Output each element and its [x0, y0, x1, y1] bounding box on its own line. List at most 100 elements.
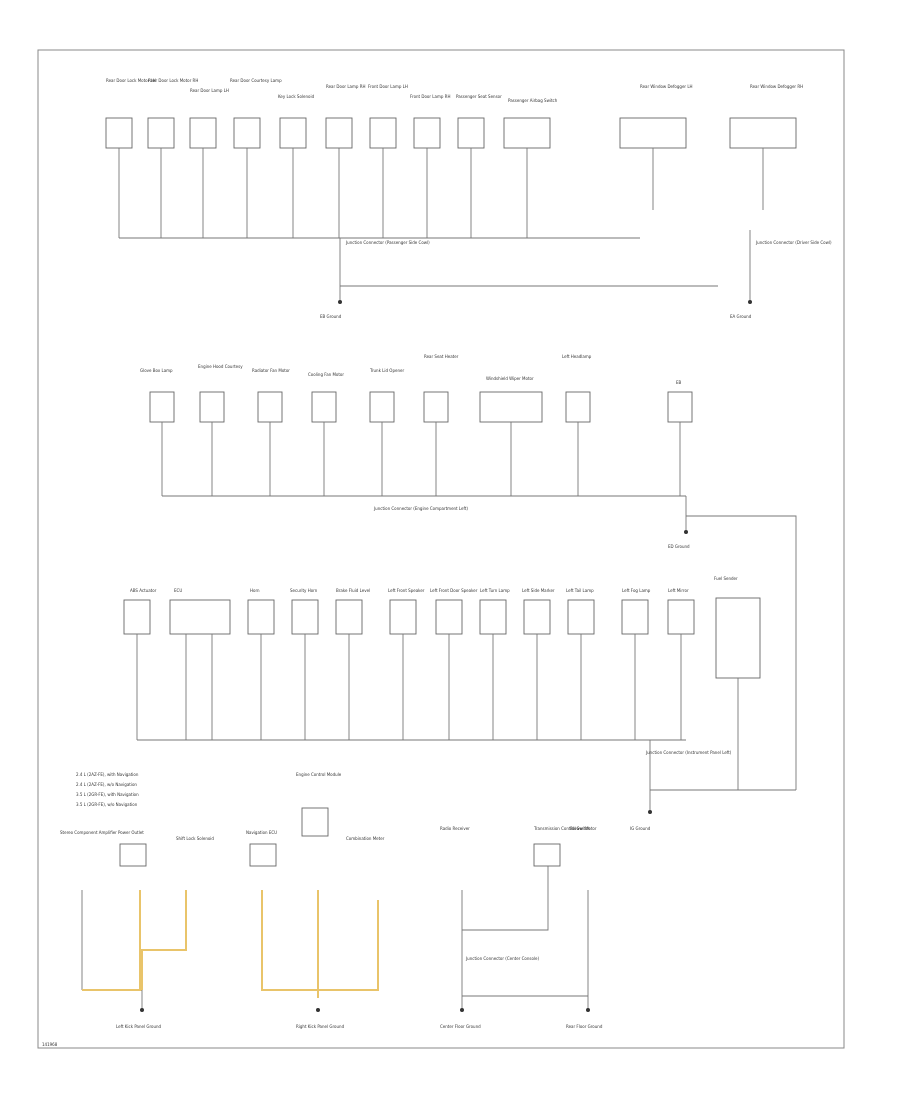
component-r4-4: Navigation ECU — [246, 830, 277, 867]
svg-text:Radio Receiver: Radio Receiver — [440, 826, 470, 831]
svg-text:Passenger Airbag Switch: Passenger Airbag Switch — [508, 98, 558, 103]
component-r4-7: Radio Receiver — [440, 826, 470, 831]
svg-text:Left Front Speaker: Left Front Speaker — [388, 588, 425, 593]
ground-label-7: Center Floor Ground — [440, 1024, 481, 1029]
svg-text:Combination Meter: Combination Meter — [346, 836, 385, 841]
svg-text:Rear Window Defogger RH: Rear Window Defogger RH — [750, 84, 803, 89]
component-8: Front Door Lamp RH — [410, 94, 450, 238]
svg-text:Left Fog Lamp: Left Fog Lamp — [622, 588, 651, 593]
ground-point-5 — [140, 1008, 144, 1012]
components-row4: Stereo Component Amplifier Power Outlet … — [60, 772, 597, 990]
svg-text:Brake Fluid Level: Brake Fluid Level — [336, 588, 370, 593]
ground-point-7 — [460, 1008, 464, 1012]
svg-text:Rear Seat Heater: Rear Seat Heater — [424, 354, 459, 359]
component-r3-4: Security Horn — [290, 588, 319, 740]
svg-text:Horn: Horn — [250, 588, 260, 593]
svg-text:Left Front Door Speaker: Left Front Door Speaker — [430, 588, 478, 593]
yellow-wire-6 — [318, 900, 379, 991]
diagram-frame — [37, 49, 845, 1049]
legend-item-3: 3.5 L (2GR-FE), with Navigation — [76, 792, 139, 797]
svg-text:Shift Lock Solenoid: Shift Lock Solenoid — [176, 836, 214, 841]
component-3: Rear Door Lamp LH — [189, 88, 229, 238]
svg-text:Stereo Component Amplifier: Stereo Component Amplifier — [60, 830, 117, 835]
component-11: Rear Window Defogger LH — [619, 84, 693, 210]
legend-item-2: 2.4 L (2AZ-FE), w/o Navigation — [76, 782, 137, 787]
component-r2-1: Glove Box Lamp — [140, 368, 175, 496]
components-row1: Rear Door Lock Motor LH Rear Door Lock M… — [105, 78, 803, 238]
svg-text:Left Mirror: Left Mirror — [668, 588, 689, 593]
component-r3-5: Brake Fluid Level — [335, 588, 370, 740]
component-r3-1: ABS Actuator — [123, 588, 157, 740]
ground-point-6 — [316, 1008, 320, 1012]
component-6: Rear Door Lamp RH — [325, 84, 366, 238]
component-r2-3: Radiator Fan Motor — [252, 368, 290, 496]
component-r2-7: Windshield Wiper Motor — [479, 376, 543, 496]
ground-label-5: Left Kick Panel Ground — [116, 1024, 162, 1029]
component-r3-2: ECU — [169, 588, 231, 740]
svg-text:Left Side Marker: Left Side Marker — [522, 588, 555, 593]
svg-text:Fuel Sender: Fuel Sender — [714, 576, 738, 581]
ground-point-8 — [586, 1008, 590, 1012]
component-r3-11: Left Fog Lamp — [621, 588, 651, 740]
junction-label-3: Junction Connector (Engine Compartment L… — [373, 506, 468, 511]
svg-text:Key Lock Solenoid: Key Lock Solenoid — [278, 94, 315, 99]
component-r4-1: Stereo Component Amplifier — [60, 830, 117, 990]
link-row2 — [686, 515, 797, 790]
svg-text:Engine Control Module: Engine Control Module — [296, 772, 342, 777]
component-2: Rear Door Lock Motor RH — [147, 78, 198, 238]
svg-text:ABS Actuator: ABS Actuator — [130, 588, 157, 593]
component-1: Rear Door Lock Motor LH — [105, 78, 156, 238]
svg-text:Blower Motor: Blower Motor — [570, 826, 597, 831]
svg-text:Cooling Fan Motor: Cooling Fan Motor — [308, 372, 344, 377]
ground-point-4 — [648, 810, 652, 814]
ground-label-1: EB Ground — [320, 314, 342, 319]
component-9: Passenger Seat Sensor — [456, 94, 502, 238]
junction-label-2: Junction Connector (Driver Side Cowl) — [755, 240, 832, 245]
junction-label-5: Junction Connector (Center Console) — [465, 956, 539, 961]
footer-code: 141968 — [42, 1042, 58, 1047]
svg-text:Transmission Control Switch: Transmission Control Switch — [533, 826, 591, 831]
component-r2-5: Trunk Lid Opener — [369, 368, 404, 496]
legend: 2.4 L (2AZ-FE), with Navigation 2.4 L (2… — [76, 772, 139, 807]
yellow-wire-3 — [141, 890, 187, 990]
ground-label-4: IG Ground — [630, 826, 651, 831]
ground-label-6: Right Kick Panel Ground — [296, 1024, 345, 1029]
component-r3-7: Left Front Door Speaker — [430, 588, 478, 740]
component-r2-6: Rear Seat Heater — [423, 354, 459, 496]
svg-text:Security Horn: Security Horn — [290, 588, 318, 593]
component-r3-10: Left Tail Lamp — [566, 588, 595, 740]
svg-text:Passenger Seat Sensor: Passenger Seat Sensor — [456, 94, 502, 99]
svg-text:Navigation ECU: Navigation ECU — [246, 830, 277, 835]
svg-text:Engine Hood Courtesy: Engine Hood Courtesy — [198, 364, 243, 369]
svg-text:Left Tail Lamp: Left Tail Lamp — [566, 588, 594, 593]
components-row3: ABS Actuator ECU Horn Security Horn Brak… — [123, 576, 761, 790]
component-r2-4: Cooling Fan Motor — [308, 372, 344, 496]
component-r3-3: Horn — [247, 588, 275, 740]
components-row2: Glove Box Lamp Engine Hood Courtesy Radi… — [140, 354, 693, 496]
component-r2-8: Left Headlamp — [562, 354, 592, 496]
svg-text:Trunk Lid Opener: Trunk Lid Opener — [369, 368, 404, 373]
svg-text:Rear Door Lock Motor RH: Rear Door Lock Motor RH — [148, 78, 198, 83]
yellow-wire-4 — [261, 890, 318, 991]
ground-label-2: EA Ground — [730, 314, 752, 319]
component-7: Front Door Lamp LH — [368, 84, 408, 238]
component-r3-13: Fuel Sender — [714, 576, 761, 790]
component-r4-6: Combination Meter — [346, 836, 385, 841]
svg-text:Front Door Lamp LH: Front Door Lamp LH — [368, 84, 408, 89]
component-4: Rear Door Courtesy Lamp — [230, 78, 282, 238]
component-r3-12: Left Mirror — [667, 588, 695, 740]
svg-text:ECU: ECU — [174, 588, 182, 593]
component-r4-5: Engine Control Module — [296, 772, 342, 837]
svg-text:Front Door Lamp RH: Front Door Lamp RH — [410, 94, 450, 99]
svg-text:Rear Door Lamp LH: Rear Door Lamp LH — [190, 88, 229, 93]
junction-label-4: Junction Connector (Instrument Panel Lef… — [645, 750, 732, 755]
component-r3-6: Left Front Speaker — [388, 588, 425, 740]
component-12: Rear Window Defogger RH — [729, 84, 803, 210]
component-r4-3: Shift Lock Solenoid — [176, 836, 214, 841]
svg-text:Left Headlamp: Left Headlamp — [562, 354, 592, 359]
svg-text:Windshield Wiper Motor: Windshield Wiper Motor — [486, 376, 534, 381]
svg-text:Glove Box Lamp: Glove Box Lamp — [140, 368, 173, 373]
svg-text:Left Turn Lamp: Left Turn Lamp — [480, 588, 510, 593]
ground-point-1 — [338, 300, 342, 304]
